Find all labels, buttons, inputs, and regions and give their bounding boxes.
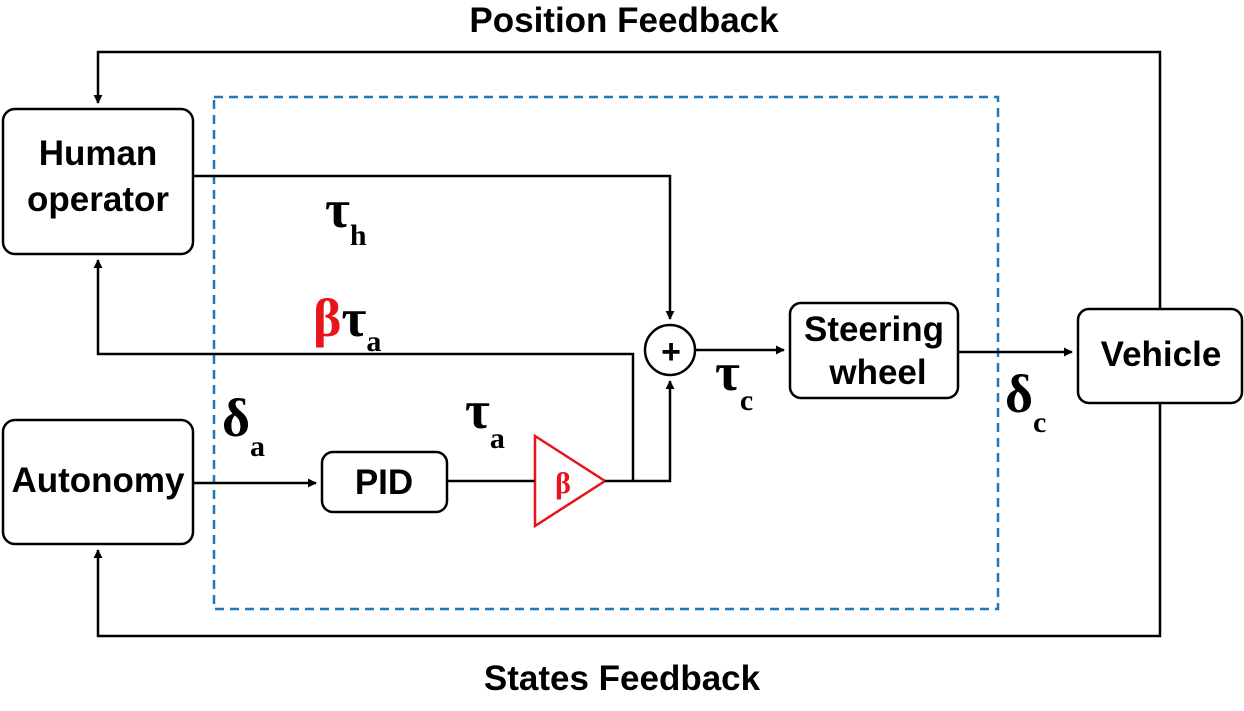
states-feedback-title: States Feedback <box>484 659 761 698</box>
summing-plus-label: + <box>661 333 681 371</box>
steering-label-line2: wheel <box>828 353 926 392</box>
delta-a-subscript: a <box>250 430 265 463</box>
beta-tau-a-subscript: a <box>366 325 381 358</box>
position-feedback-path <box>93 50 1162 309</box>
gain-label: β <box>555 467 571 500</box>
states-feedback-path <box>93 403 1162 638</box>
autonomy-label: Autonomy <box>11 461 185 500</box>
vehicle-label: Vehicle <box>1101 335 1222 374</box>
delta-c-label: δc <box>1005 364 1046 439</box>
beta-symbol: β <box>313 288 341 348</box>
tau-h-subscript: h <box>350 219 367 252</box>
tau-c-subscript: c <box>740 384 753 417</box>
tau-a-symbol: τ <box>465 380 490 440</box>
human-operator-block <box>1 107 195 256</box>
human-torque-path <box>193 174 675 320</box>
position-feedback-title: Position Feedback <box>469 1 779 40</box>
human-operator-label-line1: Human <box>39 134 158 173</box>
tau-c-symbol: τ <box>715 342 740 402</box>
steering-wheel-block <box>788 301 960 400</box>
delta-c-subscript: c <box>1033 406 1046 439</box>
tau-h-symbol: τ <box>325 179 350 239</box>
tau-a-subscript: a <box>490 422 505 455</box>
beta-tau-a-label: βτa <box>313 288 381 358</box>
assist-torque-feedback-path <box>93 259 635 481</box>
tau-c-label: τc <box>715 342 753 417</box>
delta-a-label: δa <box>222 388 265 463</box>
pid-label: PID <box>355 463 413 502</box>
delta-c-symbol: δ <box>1005 364 1033 424</box>
delta-a-symbol: δ <box>222 388 250 448</box>
tau-h-label: τh <box>325 179 367 252</box>
gain-to-sum-path <box>605 380 675 483</box>
beta-tau-a-tau-symbol: τ <box>341 288 366 348</box>
tau-a-label: τa <box>465 380 505 455</box>
steering-label-line1: Steering <box>804 310 944 349</box>
human-operator-label-line2: operator <box>27 180 169 219</box>
